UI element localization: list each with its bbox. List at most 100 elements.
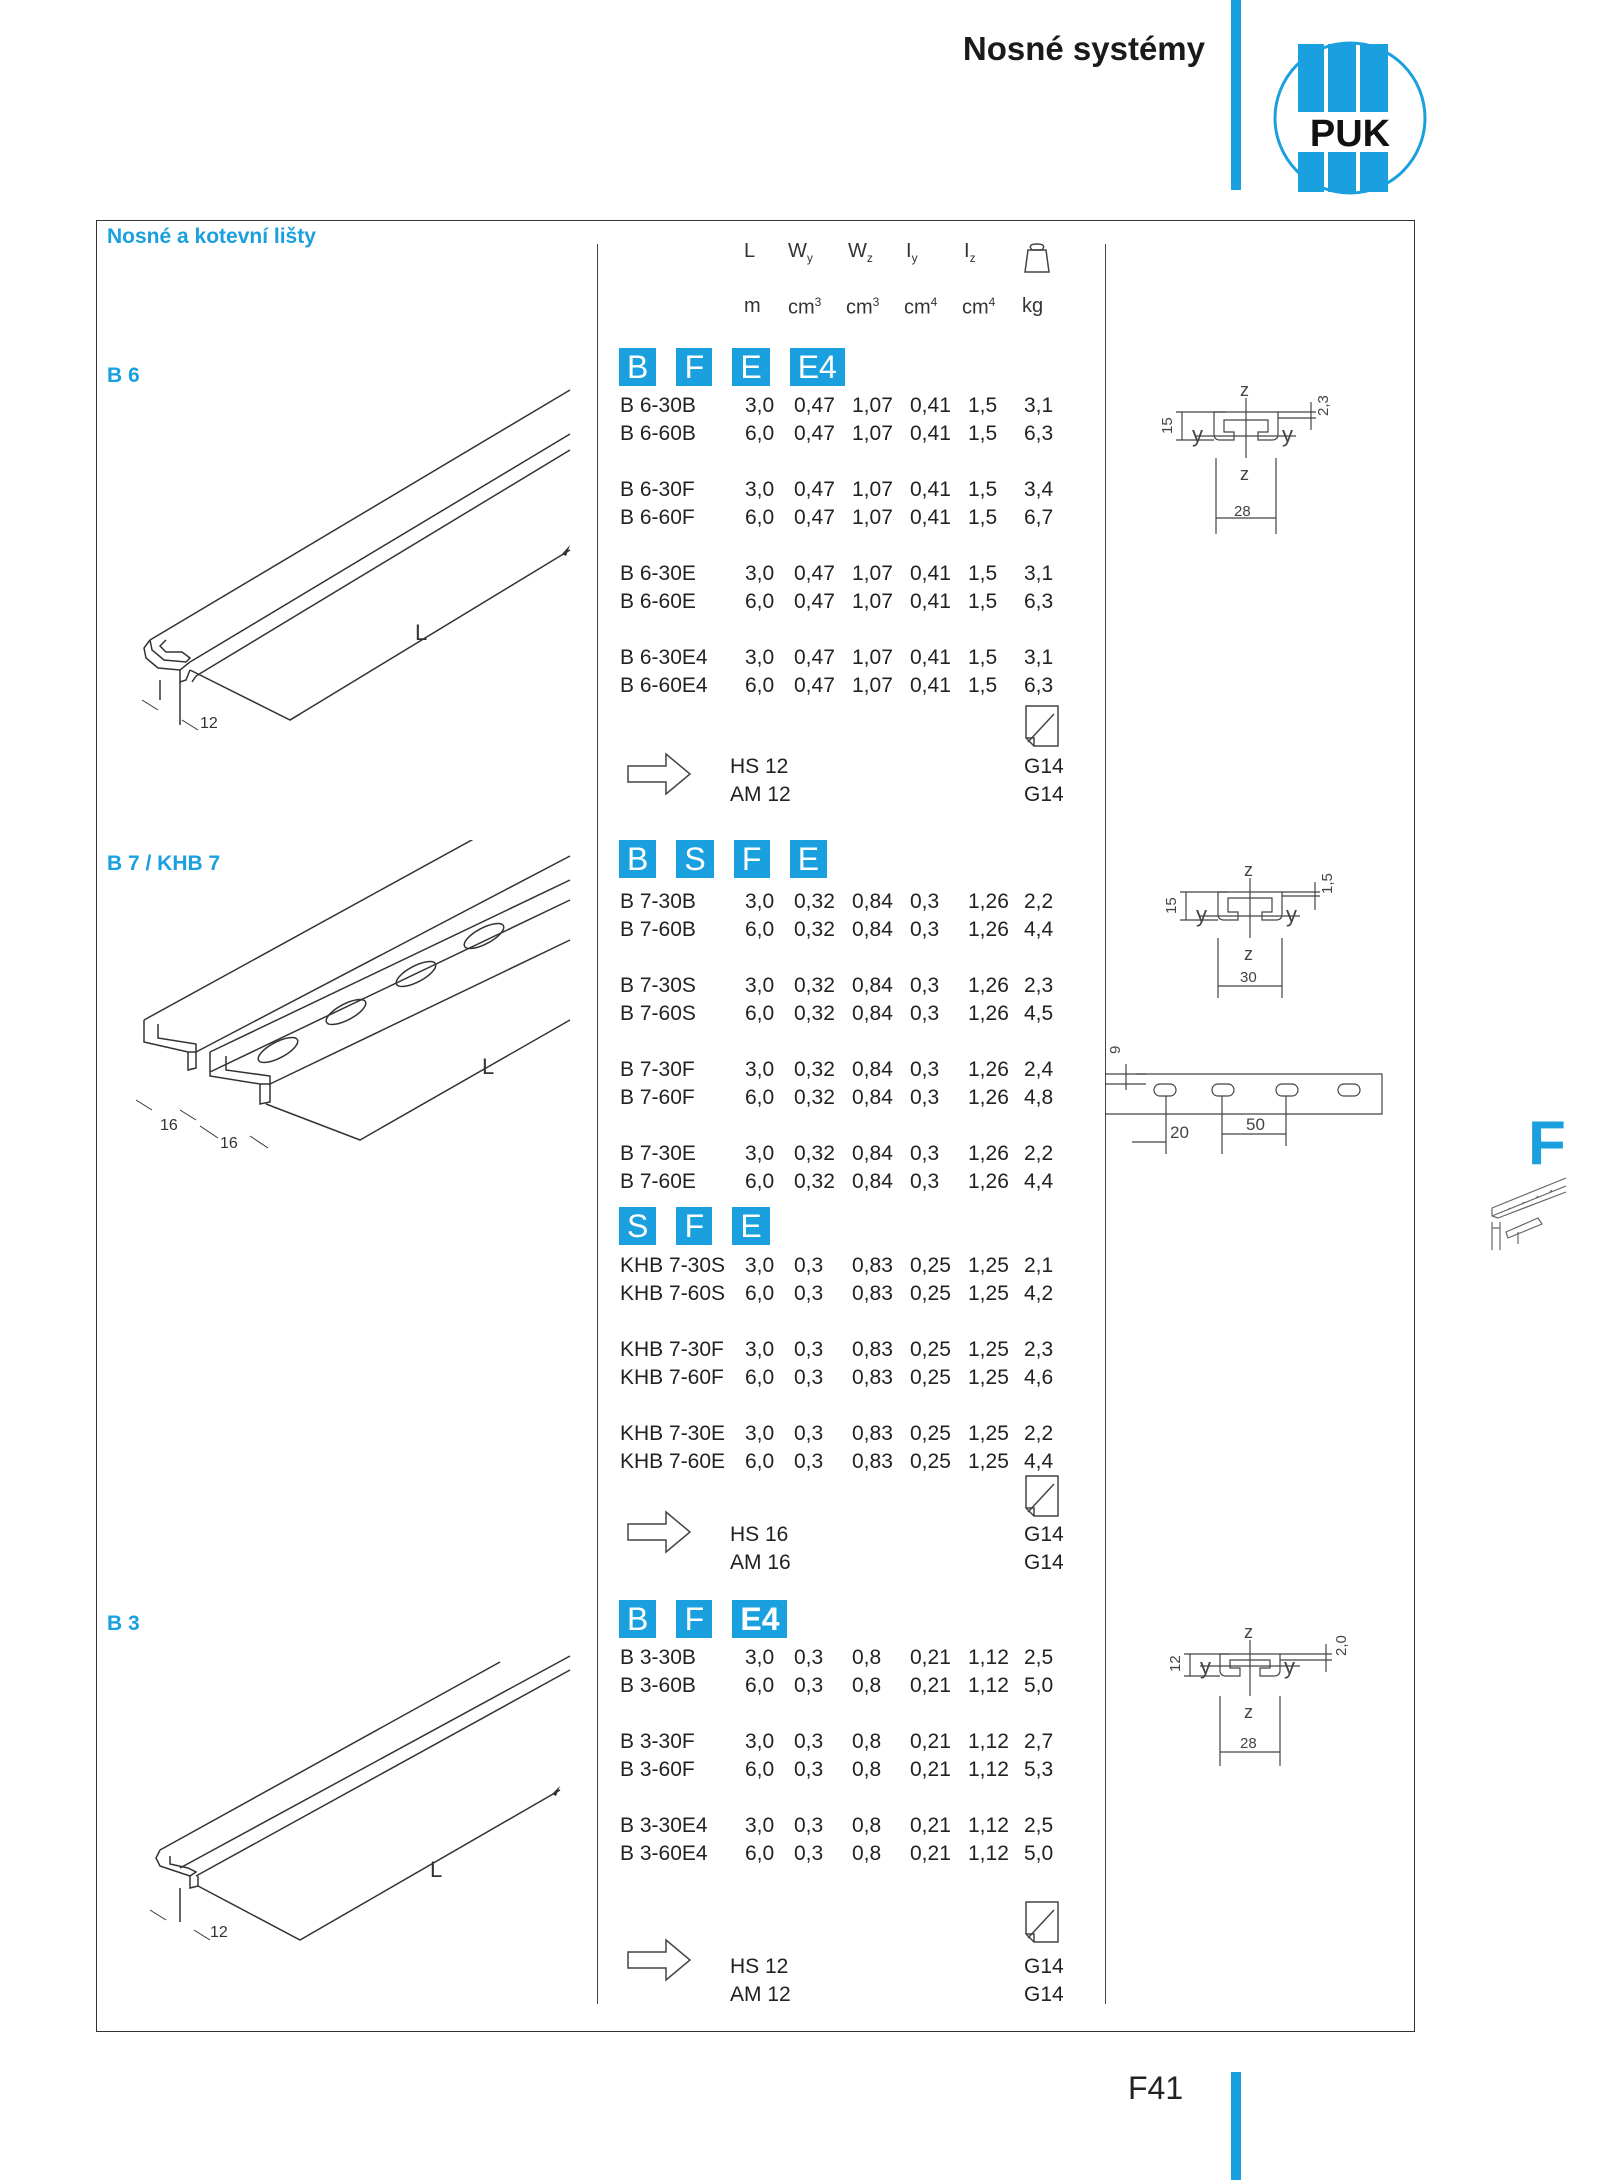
iy-value: 0,25 xyxy=(910,1282,951,1305)
iz-value: 1,26 xyxy=(968,974,1009,997)
catalog-reference: G14 xyxy=(1024,755,1064,778)
wz-value: 1,07 xyxy=(852,394,893,417)
badge: F xyxy=(676,1207,713,1245)
wz-value: 0,84 xyxy=(852,890,893,913)
length: 6,0 xyxy=(745,1002,775,1025)
dim-L: L xyxy=(415,620,427,645)
wz-value: 0,84 xyxy=(852,1170,893,1193)
wy-value: 0,32 xyxy=(794,1170,835,1193)
iy-value: 0,21 xyxy=(910,1758,951,1781)
wz-value: 0,83 xyxy=(852,1254,893,1277)
weight-value: 5,0 xyxy=(1024,1674,1054,1697)
badge: E4 xyxy=(732,1600,788,1638)
length: 3,0 xyxy=(745,1814,775,1837)
product-code: KHB 7-60S xyxy=(620,1282,726,1305)
product-code: B 6-60B xyxy=(620,422,696,445)
iz-value: 1,26 xyxy=(968,1086,1009,1109)
unit-wy: cm3 xyxy=(788,295,822,319)
iz-value: 1,25 xyxy=(968,1366,1009,1389)
weight-value: 4,8 xyxy=(1024,1086,1054,1109)
product-code: B 7-60E xyxy=(620,1170,696,1193)
iz-value: 1,26 xyxy=(968,1142,1009,1165)
length: 3,0 xyxy=(745,1730,775,1753)
wz-value: 0,83 xyxy=(852,1366,893,1389)
product-code: KHB 7-30S xyxy=(620,1254,726,1277)
product-code: B 3-60F xyxy=(620,1758,695,1781)
dim-width: 12 xyxy=(200,715,218,732)
wz-value: 0,84 xyxy=(852,1142,893,1165)
weight-icon xyxy=(1024,243,1050,273)
cs-y: y xyxy=(1200,1654,1211,1679)
weight-value: 2,2 xyxy=(1024,1422,1054,1445)
iz-value: 1,26 xyxy=(968,918,1009,941)
wy-value: 0,3 xyxy=(794,1422,824,1445)
iy-value: 0,21 xyxy=(910,1646,951,1669)
product-code: B 7-30F xyxy=(620,1058,695,1081)
length: 6,0 xyxy=(745,1450,775,1473)
product-code: B 7-30S xyxy=(620,974,696,997)
wz-value: 0,84 xyxy=(852,1002,893,1025)
accessory-name: AM 12 xyxy=(730,1983,791,2006)
iy-value: 0,21 xyxy=(910,1814,951,1837)
iz-value: 1,25 xyxy=(968,1282,1009,1305)
wz-value: 0,8 xyxy=(852,1674,882,1697)
iz-value: 1,25 xyxy=(968,1422,1009,1445)
length: 6,0 xyxy=(745,1674,775,1697)
length: 3,0 xyxy=(745,890,775,913)
puk-logo: PUK xyxy=(1273,41,1427,195)
iz-value: 1,25 xyxy=(968,1450,1009,1473)
weight-value: 3,1 xyxy=(1024,562,1054,585)
cs-z: z xyxy=(1240,464,1249,484)
length: 6,0 xyxy=(745,1842,775,1865)
catalog-page-icon xyxy=(1025,1475,1059,1517)
weight-value: 4,4 xyxy=(1024,1170,1054,1193)
weight-value: 2,3 xyxy=(1024,974,1054,997)
iy-value: 0,41 xyxy=(910,646,951,669)
iy-value: 0,3 xyxy=(910,1086,940,1109)
product-code: B 6-30E4 xyxy=(620,646,708,669)
iy-value: 0,41 xyxy=(910,506,951,529)
iy-value: 0,3 xyxy=(910,1002,940,1025)
col-L: L xyxy=(744,240,756,262)
weight-value: 2,5 xyxy=(1024,1814,1054,1837)
length: 3,0 xyxy=(745,394,775,417)
weight-value: 2,4 xyxy=(1024,1058,1054,1081)
iz-value: 1,5 xyxy=(968,478,998,501)
wy-value: 0,47 xyxy=(794,646,835,669)
iz-value: 1,12 xyxy=(968,1674,1009,1697)
iy-value: 0,3 xyxy=(910,1142,940,1165)
length: 6,0 xyxy=(745,1758,775,1781)
wy-value: 0,3 xyxy=(794,1450,824,1473)
iz-value: 1,12 xyxy=(968,1646,1009,1669)
accessory-name: HS 12 xyxy=(730,755,789,778)
dim-L: L xyxy=(482,1054,494,1079)
cs-thickness: 2,3 xyxy=(1315,395,1332,416)
badge: E4 xyxy=(789,348,845,386)
wy-value: 0,3 xyxy=(794,1338,824,1361)
wz-value: 0,8 xyxy=(852,1730,882,1753)
badge: F xyxy=(676,348,713,386)
product-code: KHB 7-60F xyxy=(620,1366,724,1389)
weight-value: 4,5 xyxy=(1024,1002,1054,1025)
iz-value: 1,5 xyxy=(968,674,998,697)
badge: B xyxy=(619,1600,657,1638)
finish-badges-b3: B F E4 xyxy=(619,1600,788,1638)
badge: F xyxy=(733,840,770,878)
iy-value: 0,21 xyxy=(910,1730,951,1753)
wy-value: 0,3 xyxy=(794,1758,824,1781)
catalog-reference: G14 xyxy=(1024,1983,1064,2006)
length: 6,0 xyxy=(745,590,775,613)
arrow-right-icon xyxy=(627,1510,692,1554)
finish-badges-khb7: S F E xyxy=(619,1207,770,1245)
cs-z: z xyxy=(1244,1622,1253,1642)
cs-width: 30 xyxy=(1240,969,1257,986)
weight-value: 4,2 xyxy=(1024,1282,1054,1305)
wz-value: 0,84 xyxy=(852,918,893,941)
length: 3,0 xyxy=(745,646,775,669)
product-code: B 6-30F xyxy=(620,478,695,501)
wy-value: 0,47 xyxy=(794,422,835,445)
wz-value: 0,83 xyxy=(852,1282,893,1305)
wy-value: 0,3 xyxy=(794,1366,824,1389)
badge: F xyxy=(676,1600,713,1638)
iy-value: 0,25 xyxy=(910,1422,951,1445)
